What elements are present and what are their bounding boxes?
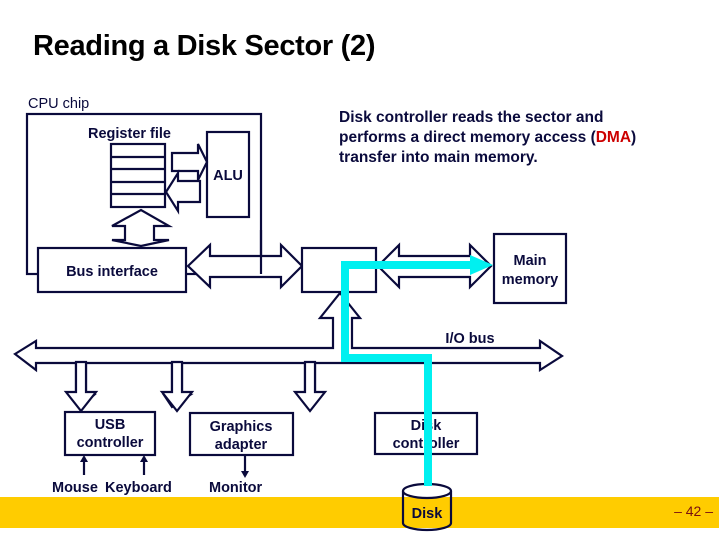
usb-controller-box xyxy=(63,410,157,457)
description-line-3: transfer into main memory. xyxy=(339,149,538,166)
keyboard-arrowhead xyxy=(140,455,148,462)
mouse-arrowhead xyxy=(80,455,88,462)
main-memory-label-2: memory xyxy=(502,272,558,288)
register-to-alu-arrow xyxy=(170,143,209,181)
main-memory-box xyxy=(492,232,568,305)
graphics-adapter-label-2: adapter xyxy=(215,437,268,453)
page-number: – 42 – xyxy=(674,503,713,519)
io-bus xyxy=(13,291,564,409)
slide-title: Reading a Disk Sector (2) xyxy=(33,30,376,62)
register-bus-interface-arrow xyxy=(111,208,174,248)
monitor-label: Monitor xyxy=(209,480,263,496)
description-line-2-post: ) xyxy=(631,129,637,146)
bus-interface-label: Bus interface xyxy=(66,264,158,280)
monitor-arrowhead xyxy=(241,471,249,478)
io-bus-to-graphics-arrow xyxy=(159,360,195,413)
description: Disk controller reads the sector and per… xyxy=(339,108,709,168)
register-file-label: Register file xyxy=(88,126,171,142)
description-line-2: performs a direct memory access (DMA) xyxy=(339,128,709,148)
graphics-adapter-box xyxy=(188,411,295,457)
register-file xyxy=(109,142,167,209)
disk-top xyxy=(401,482,453,500)
graphics-adapter-label-1: Graphics xyxy=(210,419,273,435)
alu-box xyxy=(205,130,251,219)
io-bus-to-disk-controller-arrow xyxy=(292,360,328,413)
main-memory-label-1: Main xyxy=(513,253,546,269)
bus-interface-box xyxy=(36,246,188,294)
usb-controller-label-1: USB xyxy=(95,417,126,433)
dma-highlight: DMA xyxy=(595,129,632,146)
description-line-1: Disk controller reads the sector and xyxy=(339,109,604,126)
dma-arrowhead xyxy=(470,255,493,275)
disk-body xyxy=(401,491,453,532)
disk-label: Disk xyxy=(412,506,444,522)
disk xyxy=(401,482,453,532)
footer-band xyxy=(0,497,719,528)
io-bus-label: I/O bus xyxy=(445,331,494,347)
usb-controller-label-2: controller xyxy=(77,435,144,451)
alu-to-register-arrow xyxy=(164,169,202,215)
description-line-2-pre: performs a direct memory access ( xyxy=(339,129,596,146)
register-file-box xyxy=(109,142,167,209)
mouse-label: Mouse xyxy=(52,480,98,496)
alu-label: ALU xyxy=(213,168,243,184)
io-bridge-box xyxy=(300,246,378,294)
io-bus-to-usb-arrow xyxy=(63,360,99,413)
dma-path xyxy=(341,261,478,486)
keyboard-label: Keyboard xyxy=(105,480,172,496)
cpu-chip-label: CPU chip xyxy=(28,96,89,112)
